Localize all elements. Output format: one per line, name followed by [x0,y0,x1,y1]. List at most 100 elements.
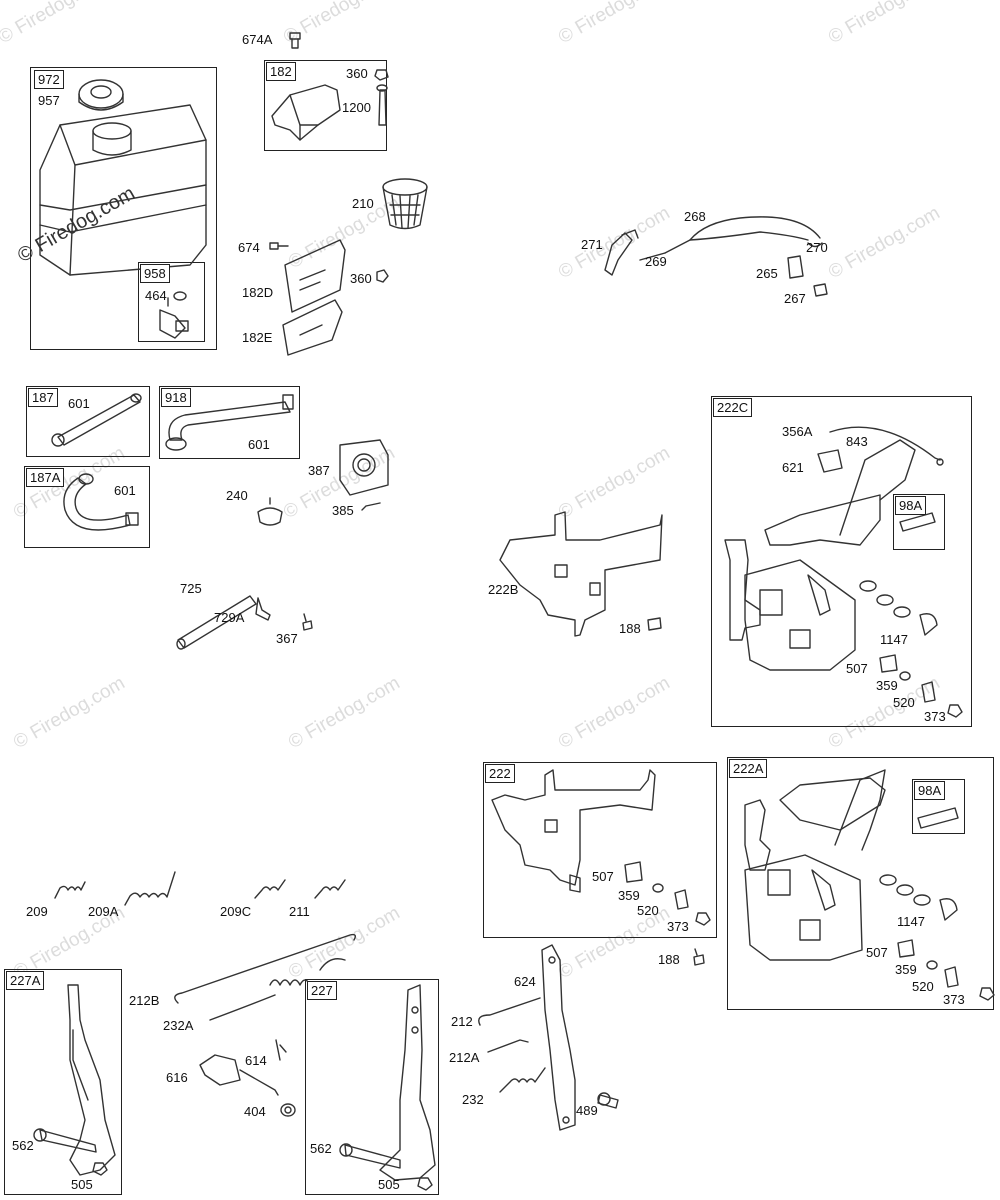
mount-387-drawing [339,439,389,511]
spring-209c-drawing [254,879,286,899]
clip-729a-drawing [255,597,271,621]
frame-187a [24,466,150,548]
part-label: 209C [220,904,252,919]
spring-211-drawing [314,879,346,899]
frame-972 [30,67,217,350]
part-label: 210 [352,196,374,211]
part-label: 507 [866,945,888,960]
part-label: 212 [451,1014,473,1029]
bolt-674a-drawing [289,32,301,49]
rod-725-drawing [176,595,257,650]
part-label: 616 [166,1070,188,1085]
spring-209-drawing [54,881,86,899]
part-label: 562 [12,1138,34,1153]
part-label: 621 [782,460,804,475]
part-label: 520 [912,979,934,994]
part-label: 269 [645,254,667,269]
lever-227a-drawing [33,984,116,1176]
frame-98a-top [893,494,945,550]
control-assembly-222c-drawing [724,426,963,718]
box-label-222c: 222C [713,398,753,417]
frame-227 [305,979,439,1195]
part-label: 270 [806,240,828,255]
frame-222c [711,396,972,727]
part-label: 1147 [897,914,925,929]
spring-209a-drawing [124,871,176,906]
part-label: 562 [310,1141,332,1156]
lever-624-drawing [478,944,619,1131]
throttle-cable-drawing [604,216,828,297]
frame-222 [483,762,717,938]
part-label: 360 [350,271,372,286]
part-label: 624 [514,974,536,989]
part-label: 843 [846,434,868,449]
part-label: 211 [289,904,310,919]
part-label: 232A [163,1018,194,1033]
bracket-222-drawing [491,769,711,966]
part-label: 356A [782,424,813,439]
box-label-222a: 222A [729,759,768,778]
lever-616-drawing [199,1039,296,1117]
regulator-240-drawing [257,497,283,526]
box-label-227a: 227A [6,971,45,990]
frame-182 [264,60,387,151]
control-assembly-222a-drawing [744,769,995,1001]
part-label: 505 [378,1177,400,1192]
box-label-187a: 187A [26,468,65,487]
fuel-tank-drawing [39,79,207,276]
part-label: 367 [276,631,298,646]
part-label: 240 [226,488,248,503]
frame-187 [26,386,150,457]
box-label-222: 222 [485,764,515,783]
frame-227a [4,969,122,1195]
box-label-182: 182 [266,62,296,81]
part-label: 507 [592,869,614,884]
part-label: 505 [71,1177,93,1192]
box-label-958: 958 [140,264,170,283]
bracket-182-drawing [271,69,389,141]
frame-958 [138,262,205,342]
part-label: 520 [893,695,915,710]
part-label: 725 [180,581,202,596]
part-label: 385 [332,503,354,518]
part-label: 373 [667,919,689,934]
part-label: 268 [684,209,706,224]
part-label: 601 [68,396,90,411]
frame-918 [159,386,300,459]
part-label: 404 [244,1104,266,1119]
nut-360-drawing [376,269,389,283]
part-label: 271 [581,237,603,252]
box-label-918: 918 [161,388,191,407]
frame-222a [727,757,994,1010]
part-label: 489 [576,1103,598,1118]
part-label: 212A [449,1050,480,1065]
part-label: 188 [658,952,680,967]
fuel-line-187-drawing [51,393,142,447]
part-label: 232 [462,1092,484,1107]
frame-98a-bot [912,779,965,834]
part-label: 387 [308,463,330,478]
fuel-valve-drawing [159,291,189,339]
part-label: 601 [114,483,136,498]
part-label: 507 [846,661,868,676]
part-label: 265 [756,266,778,281]
box-label-98a-top: 98A [895,496,927,515]
part-label: 182E [242,330,273,345]
part-label: 1147 [880,632,908,647]
link-212b-drawing [174,933,357,1021]
bolt-674-drawing [269,242,289,250]
part-label: 359 [618,888,640,903]
part-label: 614 [245,1053,267,1068]
part-label: 674A [242,32,273,47]
box-label-187: 187 [28,388,58,407]
box-label-227: 227 [307,981,337,1000]
part-label: 222B [488,582,519,597]
part-label: 464 [145,288,167,303]
bracket-222b-drawing [499,511,663,637]
part-label: 729A [214,610,245,625]
part-label: 182D [242,285,274,300]
part-label: 520 [637,903,659,918]
part-label: 267 [784,291,806,306]
part-label: 209 [26,904,48,919]
part-label: 957 [38,93,60,108]
